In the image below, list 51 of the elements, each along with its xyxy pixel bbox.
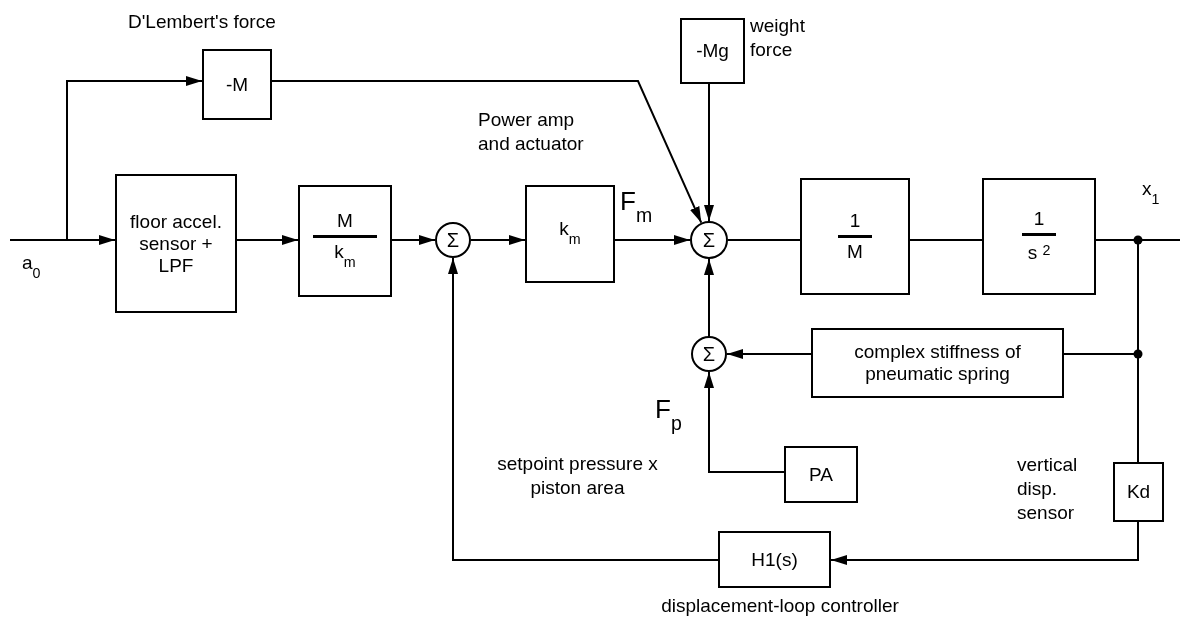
arrow [470,235,526,245]
transfer-block [982,178,1096,295]
arrow [830,521,1139,565]
block-label: complex stiffness of pneumatic spring [853,341,1022,385]
sum-symbol: Σ [702,344,716,364]
arrow [9,235,116,245]
sum-symbol: Σ [702,230,716,250]
block-label: M [847,241,863,263]
block-label: s $^{2}$ [1027,241,1051,265]
signal-label: F$_{p}$ [655,398,682,434]
summing-junction [690,221,728,259]
annotation-text: D'Lembert's force [128,10,277,34]
annotation-text: setpoint pressure x piston area [496,452,659,500]
transfer-block [525,185,615,283]
block-label: -Mg [696,40,729,62]
summing-junction [435,222,471,258]
block-label: k$_{m}$ [334,240,356,272]
block-label: 1 [849,210,861,232]
annotation-text: displacement-loop controller [660,594,900,618]
transfer-block [202,49,272,120]
arrow [704,83,714,222]
block-label: 1 [1033,208,1045,231]
sum-symbol: Σ [446,230,460,250]
arrow [448,257,719,561]
block-label: floor accel. sensor + LPF [130,210,222,277]
transfer-block [1113,462,1164,522]
arrow [66,76,203,241]
block-label: PA [809,463,833,486]
arrow [704,371,785,473]
block-label: H1(s) [751,548,798,571]
block-label: M [337,209,353,232]
arrow [391,235,436,245]
summing-junction [691,336,727,372]
arrow [614,235,691,245]
block-label: Kd [1126,481,1151,503]
transfer-block [800,178,910,295]
transfer-block [115,174,237,313]
arrow [704,258,714,337]
arrow [236,235,299,245]
annotation-text: weight force [750,14,806,62]
transfer-block [784,446,858,503]
arrow [726,349,812,359]
transfer-block [680,18,745,84]
transfer-block [718,531,831,588]
block-label: -M [225,73,249,96]
arrow [271,80,703,224]
annotation-text: Power amp and actuator [478,108,585,156]
transfer-block [811,328,1064,398]
annotation-text: vertical disp. sensor [1017,453,1079,525]
transfer-block [298,185,392,297]
block-label: k$_{m}$ [559,218,581,249]
